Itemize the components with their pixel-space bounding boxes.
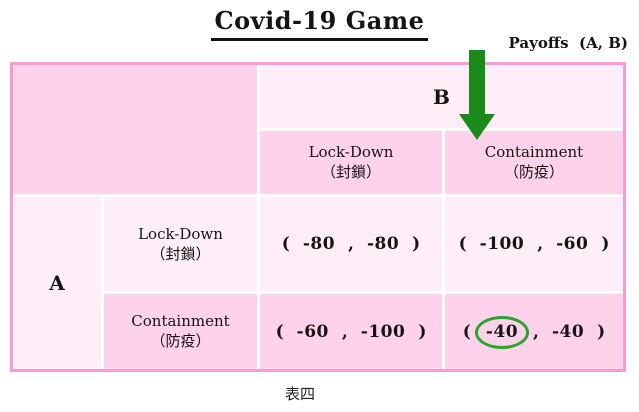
payoff-b: -100 [360,321,406,342]
payoff-a-circled: -40 [474,315,530,349]
paren-close: ) [597,321,606,342]
paren-close: ) [412,234,421,254]
payoff-cell-lockdown-containment: ( -100 , -60 ) [445,197,623,291]
paren-open: ( [458,234,467,254]
row-player-cell: A [13,197,101,369]
comma: , [348,234,354,254]
col-header-containment-en: Containment [484,143,584,161]
row-header-lockdown-zh: （封鎖） [150,244,211,263]
payoff-a: -80 [302,234,336,254]
payoff-a: -100 [479,234,525,254]
arrow-down-icon [459,50,495,140]
payoffs-legend: Payoffs (A, B) [508,34,628,52]
row-header-lockdown-en: Lock-Down [138,224,223,243]
payoff-cell-containment-containment: ( -40 , -40 ) [445,294,623,369]
arrow-shaft [469,50,485,114]
comma: , [533,321,539,342]
col-header-lockdown-en: Lock-Down [308,143,394,161]
table-caption: 表四 [284,385,315,403]
payoff-matrix: B Lock-Down （封鎖） Containment （防疫） A Lock… [10,62,626,372]
payoff-b: -60 [556,234,589,254]
col-header-containment: Containment （防疫） [445,131,623,194]
comma: , [341,321,348,342]
row-header-containment-en: Containment [131,312,230,330]
col-header-lockdown: Lock-Down （封鎖） [260,131,442,194]
paren-open: ( [275,321,284,342]
page-title: Covid-19 Game [210,6,429,41]
paren-close: ) [601,234,610,254]
col-header-lockdown-zh: （封鎖） [320,163,381,181]
paren-open: ( [281,234,290,254]
payoff-b: -40 [551,321,585,342]
col-player-cell: B [260,65,623,128]
paren-open: ( [462,321,471,342]
row-header-lockdown: Lock-Down （封鎖） [104,197,257,291]
col-player-label: B [433,84,450,109]
row-header-containment: Containment （防疫） [104,294,257,369]
arrow-head [459,114,495,140]
col-header-containment-zh: （防疫） [503,163,564,181]
row-player-label: A [49,271,65,295]
payoff-a: -60 [296,321,329,342]
payoff-cell-lockdown-lockdown: ( -80 , -80 ) [260,197,442,291]
payoff-b: -80 [366,234,400,254]
payoff-cell-containment-lockdown: ( -60 , -100 ) [260,294,442,369]
paren-close: ) [418,321,427,342]
row-header-containment-zh: （防疫） [150,332,211,350]
title-container: Covid-19 Game [0,6,639,41]
comma: , [537,234,544,254]
corner-blank-cell [13,65,257,194]
